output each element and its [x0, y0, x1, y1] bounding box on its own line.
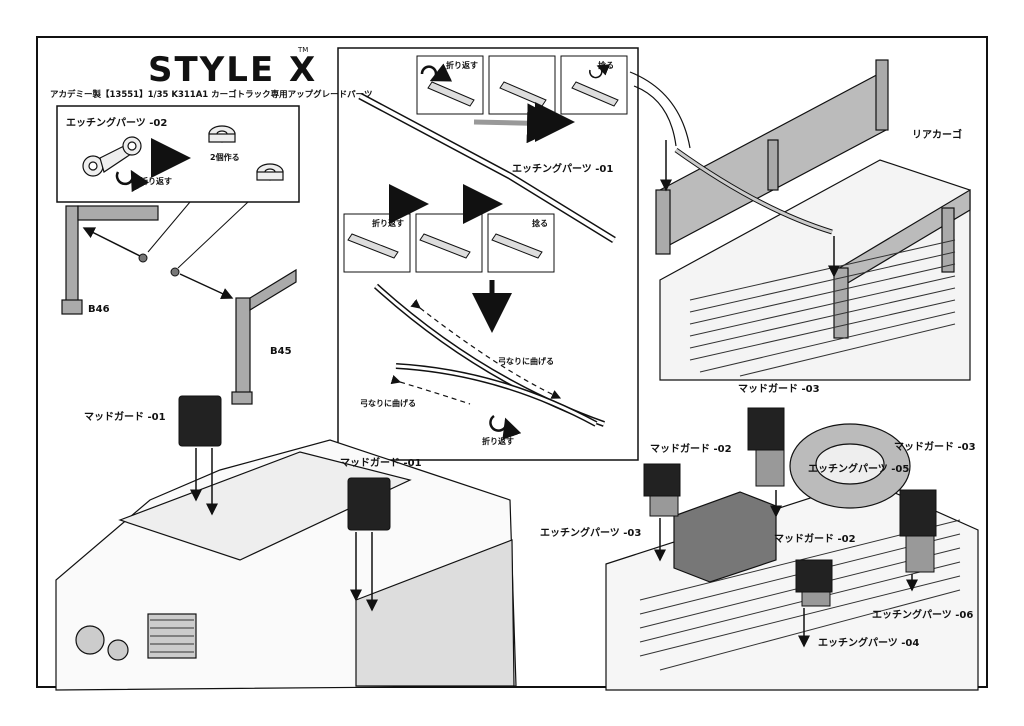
fold-label-3: 折り返す	[482, 437, 514, 446]
etch-06-label: エッチングパーツ -06	[872, 610, 974, 621]
cargo-floor-planks	[689, 239, 956, 377]
etch-05-part	[755, 449, 785, 487]
inset-etch-02-box	[56, 105, 300, 203]
truck-cab	[55, 439, 517, 691]
mudguard-02-b	[795, 559, 833, 593]
mudguard-01-right	[347, 477, 391, 531]
etch-04-part	[801, 591, 831, 607]
fold-label-1: 折り返す	[446, 61, 478, 70]
etch-04-label: エッチングパーツ -04	[818, 638, 920, 649]
part-b46-label: B46	[88, 304, 110, 315]
bend-label-1: 弓なりに曲げる	[498, 357, 554, 366]
etch-02-folded-part	[208, 125, 284, 181]
spare-tire	[789, 423, 911, 509]
mudguard-03-label-a: マッドガード -03	[738, 384, 820, 395]
mudguard-01-left	[178, 395, 222, 447]
twist-label-2: 捻る	[532, 219, 548, 228]
inset-etch-01-title: エッチングパーツ -01	[512, 164, 614, 175]
mudguard-02-a	[643, 463, 681, 497]
etch-06-part	[905, 535, 935, 573]
b45-frame	[231, 268, 297, 405]
mudguard-01-label-right: マッドガード -01	[340, 458, 422, 469]
mudguard-02-label-b: マッドガード -02	[774, 534, 856, 545]
inset-etch-02-title: エッチングパーツ -02	[66, 118, 168, 129]
fold-label-left: 折り返す	[140, 177, 172, 186]
bend-label-2: 弓なりに曲げる	[360, 399, 416, 408]
etch-02-piece-a	[138, 253, 148, 263]
brand-logo: STYLE X	[148, 50, 318, 90]
etch-02-piece-b	[170, 267, 180, 277]
storage-box	[673, 491, 777, 583]
part-b45-label: B45	[270, 346, 292, 357]
twist-label-1: 捻る	[598, 61, 614, 70]
mudguard-03-label-b: マッドガード -03	[894, 442, 976, 453]
product-subtitle: アカデミー製【13551】1/35 K311A1 カーゴトラック専用アップグレー…	[50, 90, 373, 100]
mudguard-03-a	[747, 407, 785, 451]
etch-03-label: エッチングパーツ -03	[540, 528, 642, 539]
cab-grille	[150, 619, 194, 653]
etch-02-flat-part	[82, 136, 142, 177]
mudguard-02-label-a: マッドガード -02	[650, 444, 732, 455]
etch-05-label: エッチングパーツ -05	[808, 464, 910, 475]
etch-03-part	[649, 495, 679, 517]
mudguard-03-b	[899, 489, 937, 537]
fold-arrow-icon	[115, 169, 150, 193]
make-two-label: 2個作る	[210, 153, 240, 162]
trademark-mark: TM	[298, 46, 309, 54]
page-frame	[36, 36, 988, 688]
fold-label-2: 折り返す	[372, 219, 404, 228]
b46-frame	[61, 205, 159, 315]
rear-cargo-label: リアカーゴ	[912, 130, 962, 141]
mudguard-01-label-left: マッドガード -01	[84, 412, 166, 423]
